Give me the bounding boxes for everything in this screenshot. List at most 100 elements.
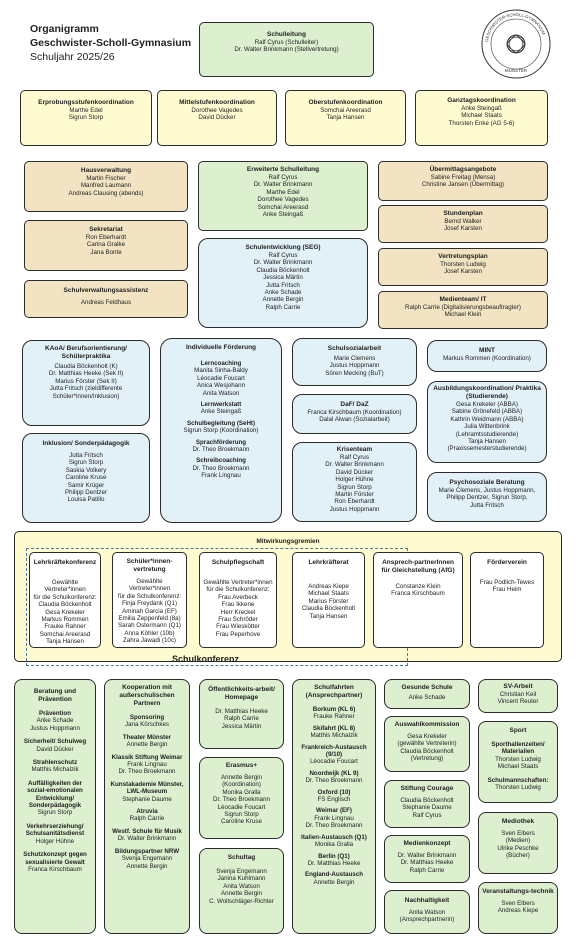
box-line: Holger Hühne: [35, 837, 75, 845]
box-title: Schulpflegschaft: [211, 559, 265, 566]
box-line: Thorsten Ludwig: [495, 755, 541, 763]
box-ganztag: Ganztagskoordination Anke Steingaß Micha…: [415, 90, 548, 146]
box-line: Dr. Matthias Heeke: [215, 708, 268, 715]
section-title: Sponsoring: [129, 714, 165, 721]
box-line: Anica Wesjohann: [196, 382, 246, 390]
box-line: Gewählte Vertreter*innen: [44, 579, 86, 594]
box-line: Stephanie Daume: [122, 795, 172, 803]
box-line: Herr Kreckel: [220, 608, 256, 616]
box-line: Finja Freydank (Q1): [121, 600, 178, 608]
box-oeffentlichkeitsarbeit: Öffentlichkeits-arbeit/ Homepage Dr. Mat…: [199, 679, 284, 749]
box-line: Michael Klein: [444, 311, 482, 319]
box-line: Frau Peperhove: [215, 630, 261, 638]
box-schuelervertretung: Schüler*innen-vertretung Gewählte Vertre…: [112, 552, 187, 648]
box-line: Claudia Böckenholt: [256, 266, 310, 274]
box-line: Michael Staats: [461, 112, 502, 120]
box-line: Dr. Theo Broekmann: [305, 777, 363, 785]
section-title: Sicherheit/ Schulweg: [23, 738, 87, 746]
box-line: Ralph Carrie: [409, 866, 445, 874]
box-line: Marie Clemens: [333, 355, 376, 362]
section-title: Prävention: [39, 710, 71, 717]
box-line: Annette Bergin: [262, 296, 304, 304]
box-line: Jessica Märtin: [221, 722, 262, 730]
box-stundenplan: Stundenplan Bernd Walker Josef Karsten: [378, 205, 548, 243]
box-line: Marthe Edel: [69, 107, 103, 114]
box-line: Josef Karsten: [444, 225, 482, 233]
box-line: Dr. Matthias Heeke (Sek II): [48, 370, 124, 378]
box-line: Marie Clemens, Justus Hoppmann,: [438, 487, 536, 494]
box-sport: Sport Sporthallenzeiten/ Materialien Tho…: [478, 721, 558, 803]
box-line: Dr. Walter Brinkmann: [397, 852, 457, 859]
box-line: Monika Gralla: [314, 841, 354, 849]
box-gleichstellung: Ansprech-partnerInnen für Gleichstellung…: [373, 552, 463, 648]
box-line: Saskia Volkery: [65, 466, 107, 474]
section-title: Oxford (10): [317, 788, 351, 796]
box-line: Thorsten Ludwig: [495, 784, 541, 792]
box-line: Ralph Carrie: [129, 815, 165, 823]
box-line: Claudia Böckenholt (K): [54, 363, 118, 370]
box-line: Sven Elbers: [501, 900, 535, 907]
section-title: Bildungspartner NRW: [114, 847, 180, 855]
box-line: C. Wollschläger-Richter: [209, 897, 274, 905]
box-title: Auswahlkommission: [394, 721, 460, 728]
box-line: Monika Gralla: [222, 788, 261, 796]
box-line: für die Schulkonferenz:: [33, 593, 97, 601]
box-line: (Koordination): [222, 781, 261, 789]
box-line: Thorsten Ludwig: [440, 261, 486, 268]
box-line: Tanja Hansen: [468, 438, 506, 446]
box-line: Holger Hühne: [335, 476, 374, 484]
box-line: Léocadie Foucart: [217, 803, 266, 811]
box-title: Öffentlichkeits-arbeit/ Homepage: [208, 686, 275, 701]
box-line: Ralph Carrie (Digitalisierungsbeauftragt…: [405, 304, 521, 311]
box-line: Justus Hoppmann: [329, 362, 380, 370]
box-kaoa: KAoA/ Berufsorientierung/ Schülerpraktik…: [22, 340, 150, 426]
box-line: (Vertretung): [410, 755, 444, 763]
box-title: Erprobungsstufenkoordination: [38, 99, 134, 106]
box-line: Martin Fischer: [86, 175, 126, 182]
box-title: Übermittagsangebote: [429, 166, 497, 173]
section-title: Berlin (Q1): [318, 852, 350, 860]
box-title: Schulentwicklung (SEG): [245, 244, 321, 251]
box-line: (Medien): [505, 837, 531, 845]
box-mittelstufe: Mittelstufenkoordination Dorothee Vagede…: [157, 90, 277, 146]
box-line: FS Englisch: [317, 796, 351, 804]
box-line: Constanze Klein: [395, 583, 441, 590]
box-line: Sigrun Storp: [337, 483, 372, 491]
box-title: Medienkonzept: [403, 840, 451, 847]
section-title: England-Austausch: [304, 871, 364, 879]
box-line: Anke Steingaß: [262, 211, 304, 219]
box-line: Dr. Theo Broekmann: [118, 768, 176, 776]
box-beratung-praevention: Beratung und Prävention Prävention Anke …: [14, 679, 96, 934]
box-line: Carina Gralke: [86, 241, 126, 249]
box-title: Lehrkräftekonferenz: [33, 559, 97, 566]
section-title: Schutzkonzept gegen sexualisierte Gewalt: [23, 851, 87, 866]
box-line: Ralf Cyrus: [268, 174, 298, 181]
box-line: Sigrun Storp (Koordination): [183, 427, 259, 435]
box-auswahlkommission: Auswahlkommission Gesa Krekeler (gewählt…: [384, 716, 470, 772]
section-title: Westf. Schule für Musik: [112, 827, 182, 835]
box-line: Sabine Freitag (Mensa): [430, 174, 496, 181]
box-line: Frau Averbeck: [218, 593, 258, 601]
box-line: Matthis Michalzik: [31, 766, 79, 774]
header: Organigramm Geschwister-Scholl-Gymnasium…: [30, 22, 191, 64]
box-oberstufe: Oberstufenkoordination Somchai Areerasd …: [285, 90, 406, 146]
box-line: Frau Ikkene: [221, 601, 255, 609]
box-line: Vincent Reuter: [497, 698, 539, 706]
box-line: Gesa Krekeler (ABBA): [456, 401, 518, 408]
box-line: Ralf Cyrus: [268, 252, 298, 259]
box-title: Individuelle Förderung: [185, 344, 257, 351]
box-line: Frank Lingnau: [127, 761, 167, 769]
box-line: Caroline Kruse: [221, 818, 262, 826]
box-line: Christian Keil: [499, 691, 537, 698]
box-line: Dr. Theo Broekmann: [213, 796, 270, 804]
box-stiftung-courage: Stiftung Courage Claudia Böckenholt Step…: [384, 780, 470, 828]
box-line: Zahra Jawadi (10c): [123, 637, 176, 645]
box-line: Frau Schröder: [218, 616, 258, 624]
box-line: Ralph Carrie: [265, 303, 301, 311]
box-erasmus: Erasmus+ Annette Bergin (Koordination) M…: [199, 757, 284, 839]
box-line: Jessica Märtin: [263, 274, 303, 282]
section-title: Schulbegleitung (SeHt): [186, 419, 256, 427]
box-line: Claudia Böckenholt: [400, 747, 454, 755]
box-line: Bernd Walker: [444, 218, 482, 225]
section-title: Atruvia: [136, 808, 158, 816]
